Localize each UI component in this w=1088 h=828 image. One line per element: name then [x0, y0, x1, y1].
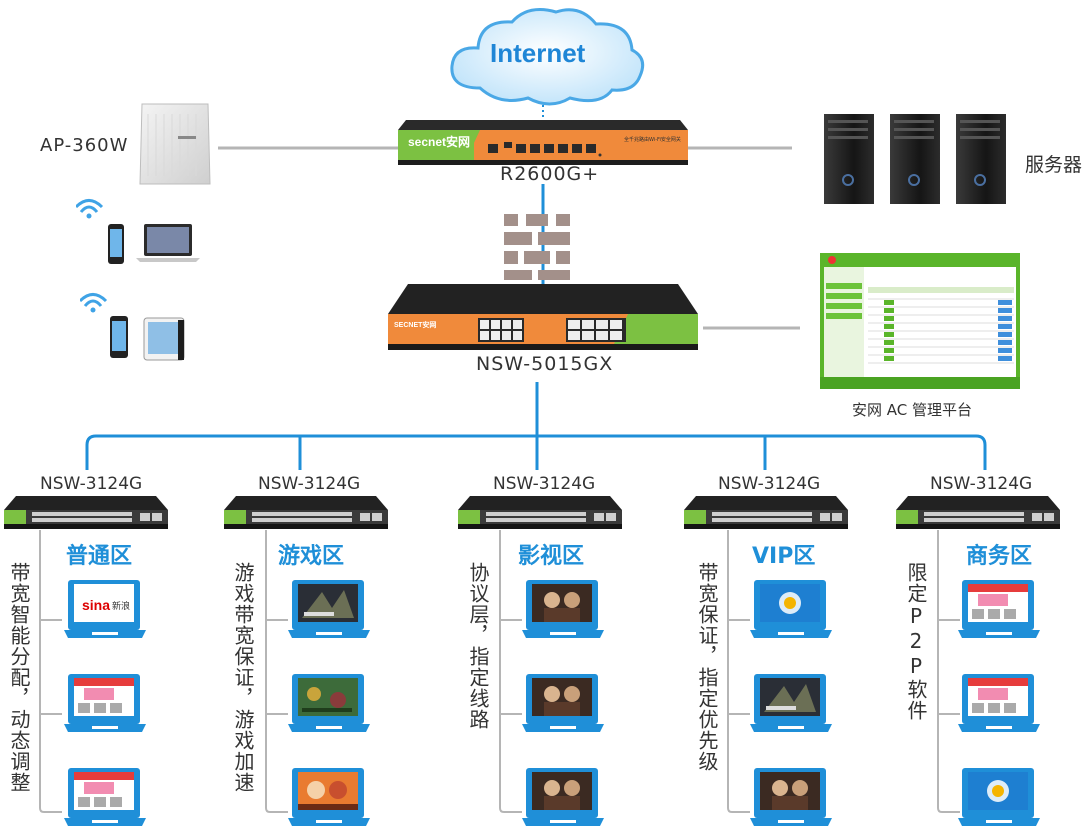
web-portal-screen	[958, 580, 1040, 638]
movie-poster-screen	[750, 768, 832, 826]
access-switch	[456, 494, 624, 532]
ac-platform-window-icon	[820, 253, 1020, 389]
access-switch-icon	[684, 496, 848, 529]
access-point-label: AP-360W	[40, 135, 129, 156]
server-rack	[820, 110, 1010, 210]
core-switch-label: NSW-5015GX	[476, 353, 614, 375]
core-switch-icon	[388, 284, 698, 350]
zone-title: 影视区	[518, 544, 585, 569]
wifi-icon	[80, 293, 185, 361]
qq-desktop-screen	[958, 768, 1040, 826]
zone-switch-label: NSW-3124G	[930, 474, 1033, 494]
ac-platform-caption: 安网 AC 管理平台	[852, 401, 973, 419]
laptop-icon	[288, 578, 370, 640]
firewall-icon	[504, 214, 570, 280]
access-switch	[894, 494, 1062, 532]
laptop-icon	[750, 766, 832, 828]
server-icon	[824, 114, 1006, 204]
laptop-icon	[750, 578, 832, 640]
router-brand: secnet安网	[408, 135, 471, 149]
zone-description: 限定P2P软件	[904, 562, 928, 721]
movie-poster-screen	[522, 768, 604, 826]
access-switch-icon	[4, 496, 168, 529]
access-switch	[222, 494, 390, 532]
access-switch-icon	[896, 496, 1060, 529]
zone-description: 带宽智能分配，动态调整	[7, 562, 31, 793]
internet-label: Internet	[490, 38, 586, 68]
cross-fire-game-screen	[750, 674, 832, 732]
web-portal-screen	[64, 768, 146, 826]
laptop-icon	[288, 672, 370, 734]
laptop-icon	[958, 578, 1040, 640]
zone-title: 商务区	[966, 544, 1033, 569]
zone-description: 协议层，指定线路	[466, 562, 490, 730]
zone-title: 游戏区	[278, 544, 345, 569]
movie-poster-screen	[522, 580, 604, 638]
access-switch	[2, 494, 170, 532]
zone-description: 带宽保证，指定优先级	[695, 562, 719, 772]
svg-text:sina: sina	[82, 597, 110, 613]
qq-desktop-screen	[750, 580, 832, 638]
access-point-icon	[139, 103, 211, 185]
router-label: R2600G+	[500, 163, 600, 185]
laptop-icon	[750, 672, 832, 734]
firewall	[500, 210, 580, 282]
core-switch-brand: SECNET安网	[394, 322, 437, 329]
anime-game-screen	[288, 768, 370, 826]
laptop-icon	[958, 766, 1040, 828]
servers-label: 服务器	[1025, 154, 1083, 176]
laptop-icon	[522, 672, 604, 734]
router-device: secnet安网 全千兆路由Wi-Fi安全网关	[396, 118, 690, 166]
zone-switch-label: NSW-3124G	[718, 474, 821, 494]
zone-title: VIP区	[752, 544, 816, 569]
access-point	[134, 98, 214, 190]
cloud-icon	[450, 8, 645, 106]
tablet-icon	[143, 317, 185, 361]
access-switch-icon	[224, 496, 388, 529]
movie-poster-screen	[522, 674, 604, 732]
access-switch-icon	[458, 496, 622, 529]
laptop-icon	[64, 672, 146, 734]
laptop-icon	[136, 224, 200, 262]
router-icon	[398, 120, 688, 165]
zone-switch-label: NSW-3124G	[40, 474, 143, 494]
laptop-icon	[64, 766, 146, 828]
wireless-clients-2	[80, 290, 190, 364]
wifi-icon	[76, 199, 200, 264]
cross-fire-game-screen	[288, 580, 370, 638]
laptop-icon	[958, 672, 1040, 734]
laptop-icon	[288, 766, 370, 828]
wireless-clients-1	[76, 196, 206, 270]
core-switch: SECNET安网	[386, 282, 700, 352]
web-portal-screen	[64, 674, 146, 732]
moba-game-screen	[288, 674, 370, 732]
access-switch	[682, 494, 850, 532]
laptop-icon	[522, 766, 604, 828]
zone-title: 普通区	[66, 544, 133, 569]
zone-description: 游戏带宽保证，游戏加速	[231, 562, 255, 793]
svg-text:新浪: 新浪	[112, 600, 130, 612]
internet-cloud: Internet	[440, 2, 650, 110]
laptop-icon	[522, 578, 604, 640]
zone-switch-label: NSW-3124G	[493, 474, 596, 494]
router-panel-text: 全千兆路由Wi-Fi安全网关	[624, 137, 681, 143]
zone-switch-label: NSW-3124G	[258, 474, 361, 494]
web-portal-screen	[958, 674, 1040, 732]
ac-platform-screenshot	[820, 253, 1020, 389]
